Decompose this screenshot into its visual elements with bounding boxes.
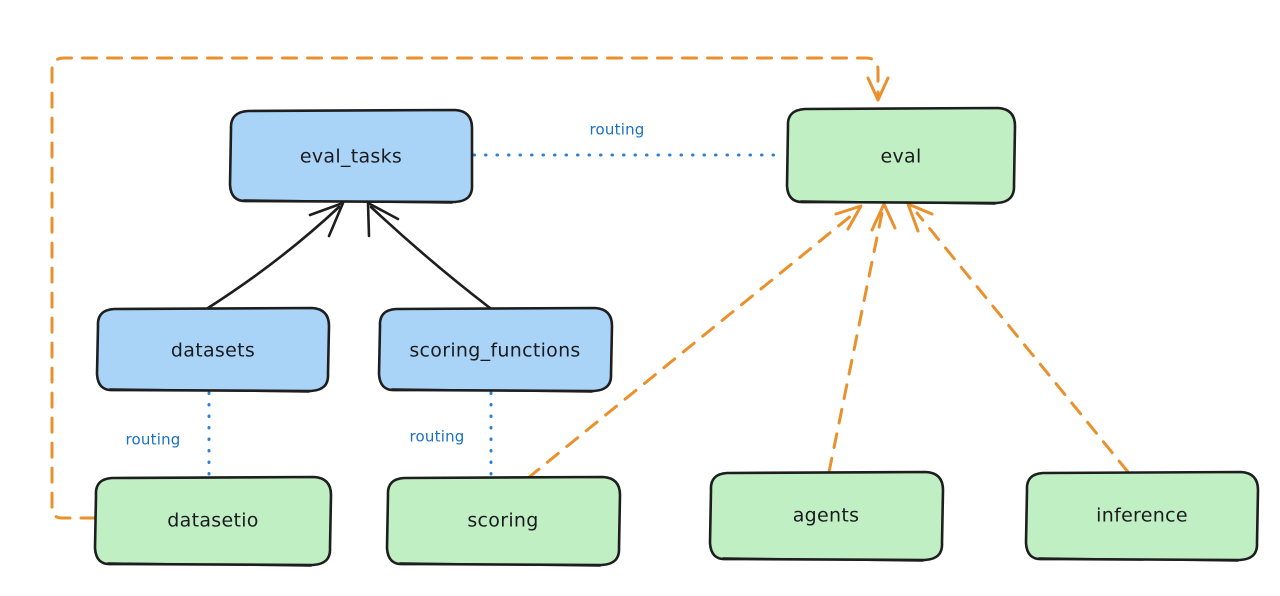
edge-inference-eval: [906, 202, 1130, 474]
edge-scoring-eval: [526, 204, 863, 480]
nodes-layer: eval_tasks eval datasets scoring_functio…: [93, 106, 1260, 567]
edges-layer: [50, 56, 1130, 520]
node-eval-label: eval: [880, 146, 921, 168]
edge-labels-layer: routing routing routing: [126, 121, 645, 449]
node-scoring_functions[interactable]: scoring_functions: [377, 306, 614, 393]
node-datasetio-label: datasetio: [167, 510, 258, 532]
node-eval_tasks[interactable]: eval_tasks: [228, 108, 474, 204]
node-eval[interactable]: eval: [785, 106, 1017, 205]
node-eval_tasks-label: eval_tasks: [300, 146, 402, 168]
node-inference-label: inference: [1096, 505, 1188, 527]
node-datasets[interactable]: datasets: [95, 306, 331, 393]
node-datasetio[interactable]: datasetio: [93, 475, 333, 567]
edge-scoring_functions-eval_tasks: [366, 201, 492, 310]
node-inference[interactable]: inference: [1024, 470, 1260, 562]
edge-label-routing-datasets-datasetio: routing: [126, 431, 181, 449]
edge-label-routing-scoring_functions-scoring: routing: [410, 428, 465, 446]
node-scoring_functions-label: scoring_functions: [409, 340, 580, 362]
edge-datasets-eval_tasks: [206, 201, 345, 310]
node-agents[interactable]: agents: [708, 470, 945, 562]
node-scoring[interactable]: scoring: [385, 475, 622, 567]
edge-agents-eval: [827, 202, 897, 474]
node-datasets-label: datasets: [171, 340, 255, 362]
node-scoring-label: scoring: [467, 510, 538, 532]
edge-label-routing-eval_tasks-eval: routing: [590, 121, 645, 139]
edge-datasetio-eval: [50, 56, 890, 520]
node-agents-label: agents: [793, 505, 860, 527]
